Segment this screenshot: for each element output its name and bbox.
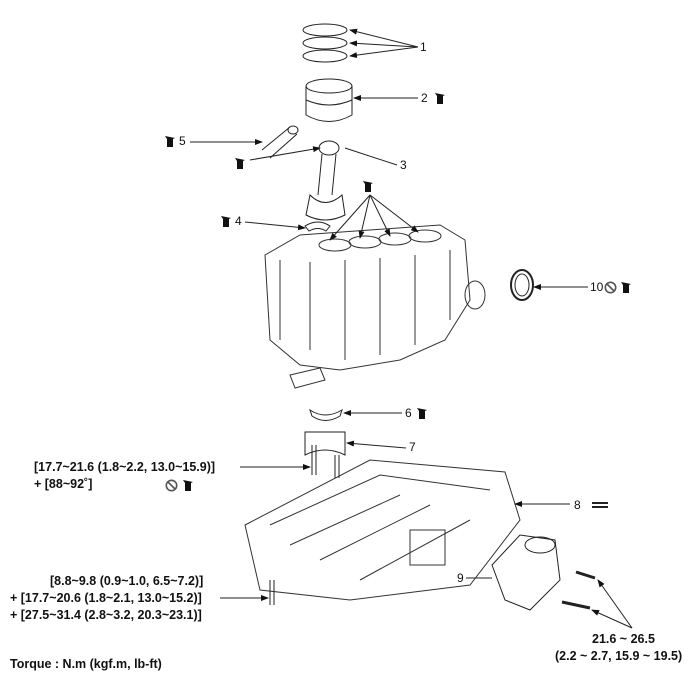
rear-oil-seal — [510, 269, 534, 301]
oil-can-icon — [165, 136, 175, 147]
callout-9: 9 — [457, 571, 464, 585]
oil-strainer — [491, 534, 561, 611]
cylinder-block — [264, 224, 486, 389]
callout-10: 10 — [590, 280, 604, 294]
do-not-reuse-icon — [604, 281, 617, 294]
oil-pan-bolt-torque-1: [8.8~9.8 (0.9~1.0, 6.5~7.2)] — [50, 574, 204, 588]
do-not-reuse-icon — [165, 479, 178, 492]
bearing-lower — [309, 408, 343, 421]
oil-pan-bolt-torque-3: + [27.5~31.4 (2.8~3.2, 20.3~23.1)] — [10, 608, 202, 622]
callout-5: 5 — [179, 134, 186, 148]
bedplate-bolt-torque-2: + [88~92˚] — [34, 477, 93, 491]
strainer-bolt-torque-2: (2.2 ~ 2.7, 15.9 ~ 19.5) — [555, 649, 683, 663]
oil-can-icon — [621, 282, 631, 293]
piston-pin — [261, 125, 299, 159]
piston — [305, 78, 353, 122]
oil-can-icon — [221, 216, 231, 227]
strainer-bolt-torque-1: 21.6 ~ 26.5 — [592, 632, 655, 646]
callout-2: 2 — [421, 91, 428, 105]
connecting-rod — [305, 140, 346, 221]
oil-pan-bolt-torque-2: + [17.7~20.6 (1.8~2.1, 13.0~15.2)] — [10, 591, 202, 605]
oil-can-icon — [417, 408, 427, 419]
callout-6: 6 — [405, 406, 412, 420]
oil-can-icon — [235, 158, 245, 169]
oil-can-icon — [363, 181, 373, 192]
dowel-bolt — [592, 502, 608, 508]
callout-7: 7 — [409, 440, 416, 454]
oil-can-icon — [183, 480, 193, 491]
bearing-upper — [304, 221, 331, 232]
bedplate-bolt-torque-1: [17.7~21.6 (1.8~2.2, 13.0~15.9)] — [34, 460, 216, 474]
callout-4: 4 — [235, 214, 242, 228]
oil-can-icon — [435, 93, 445, 104]
lower-crankcase — [244, 459, 521, 601]
bearing-cap — [304, 431, 346, 456]
callout-3: 3 — [400, 158, 407, 172]
callout-1: 1 — [420, 40, 427, 54]
piston-rings — [302, 23, 348, 63]
torque-unit-note: Torque : N.m (kgf.m, lb-ft) — [10, 657, 162, 671]
callout-8: 8 — [574, 498, 581, 512]
